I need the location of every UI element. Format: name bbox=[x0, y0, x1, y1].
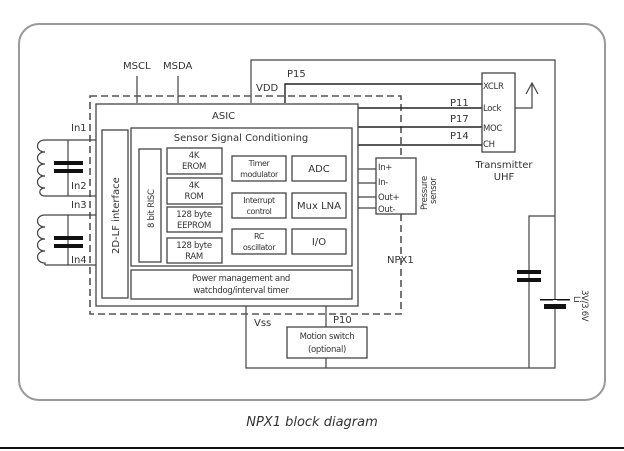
rc-oscillator-block: RC oscillator bbox=[231, 228, 287, 255]
memory-rom-type: ROM bbox=[184, 192, 203, 202]
battery-plate bbox=[544, 304, 566, 309]
transmitter-label-line1: Transmitter bbox=[474, 160, 533, 171]
capacitor-branch-wire bbox=[528, 215, 555, 368]
interrupt-control-line2: control bbox=[247, 207, 272, 216]
mux-lna-label: Mux LNA bbox=[297, 201, 341, 212]
p15-label: P15 bbox=[287, 69, 306, 80]
msda-label: MSDA bbox=[163, 61, 193, 72]
rc-oscillator-line2: oscillator bbox=[243, 243, 276, 252]
timer-modulator-line1: Timer bbox=[248, 159, 271, 168]
mscl-label: MSCL bbox=[123, 61, 151, 72]
pressure-pin-in-minus: In- bbox=[378, 178, 388, 188]
battery-label-voltage: 3V/3.6V bbox=[579, 290, 589, 322]
ssc-label: Sensor Signal Conditioning bbox=[174, 133, 309, 144]
vdd-rail-wire bbox=[245, 59, 556, 369]
lf-input-in4: In4 bbox=[71, 255, 87, 266]
port-label-p14: P14 bbox=[450, 131, 469, 142]
lf-input-in1: In1 bbox=[71, 123, 87, 134]
timer-modulator-line2: modulator bbox=[240, 170, 279, 179]
power-management-line1: Power management and bbox=[192, 274, 290, 284]
adc-label: ADC bbox=[308, 164, 330, 175]
risc-label: 8 bit RISC bbox=[147, 189, 157, 228]
supply-capacitor-plate bbox=[517, 278, 541, 282]
transmitter-pin-moc: MOC bbox=[483, 124, 502, 134]
lf-coil-2-icon bbox=[36, 214, 96, 266]
pressure-sensor-block bbox=[375, 157, 417, 215]
lf-input-in3: In3 bbox=[71, 200, 87, 211]
memory-erom: 4K EROM bbox=[166, 147, 223, 175]
pressure-pin-out-minus: Out- bbox=[378, 205, 396, 215]
memory-erom-type: EROM bbox=[182, 162, 206, 172]
risc-cpu-block bbox=[138, 148, 162, 263]
pressure-pin-in-plus: In+ bbox=[378, 163, 392, 173]
transmitter-pin-ch: CH bbox=[483, 140, 495, 150]
adc-block: ADC bbox=[291, 155, 347, 182]
vdd-label: VDD bbox=[256, 83, 279, 94]
memory-ram: 128 byte RAM bbox=[166, 237, 223, 264]
memory-eeprom: 128 byte EEPROM bbox=[166, 206, 223, 233]
npx1-label: NPX1 bbox=[387, 255, 414, 266]
memory-ram-type: RAM bbox=[185, 252, 203, 262]
memory-eeprom-size: 128 byte bbox=[176, 210, 212, 220]
pressure-sensor-label-line1: Pressure bbox=[420, 176, 430, 210]
motion-switch-block bbox=[286, 326, 368, 359]
p15-wire bbox=[284, 83, 482, 103]
asic-label: ASIC bbox=[212, 111, 235, 122]
pressure-sensor-label-line2: sensor bbox=[429, 177, 439, 204]
supply-capacitor-icon bbox=[517, 270, 541, 274]
lf-interface-block bbox=[101, 129, 129, 299]
io-label: I/O bbox=[312, 237, 326, 248]
power-management-line2: watchdog/interval timer bbox=[193, 286, 289, 296]
memory-rom-size: 4K bbox=[189, 181, 200, 191]
pressure-sensor-wires bbox=[358, 168, 376, 209]
antenna-icon bbox=[515, 81, 539, 109]
bottom-rule bbox=[0, 447, 624, 449]
memory-eeprom-type: EEPROM bbox=[177, 221, 211, 231]
port-label-p17: P17 bbox=[450, 114, 469, 125]
pressure-pin-out-plus: Out+ bbox=[378, 193, 400, 203]
battery-icon bbox=[540, 299, 570, 301]
lf-interface-label: 2D-LF interface bbox=[111, 177, 122, 254]
mux-lna-block: Mux LNA bbox=[291, 192, 347, 219]
transmitter-pin-xclr: XCLR bbox=[483, 82, 504, 92]
power-management-block bbox=[130, 269, 353, 300]
transmitter-uhf-box bbox=[481, 72, 516, 153]
timer-modulator-block: Timer modulator bbox=[231, 155, 287, 182]
io-block: I/O bbox=[291, 228, 347, 255]
motion-switch-line2: (optional) bbox=[308, 345, 346, 355]
transmitter-label-line2: UHF bbox=[494, 172, 515, 183]
memory-ram-size: 128 byte bbox=[176, 241, 212, 251]
p10-label: P10 bbox=[333, 315, 352, 326]
memory-rom: 4K ROM bbox=[166, 177, 223, 205]
port-label-p11: P11 bbox=[450, 98, 469, 109]
diagram-caption: NPX1 block diagram bbox=[246, 415, 378, 430]
battery-label-li: Li bbox=[571, 296, 581, 303]
vss-label: Vss bbox=[254, 318, 271, 329]
lf-coil-1-icon bbox=[36, 139, 96, 197]
interrupt-control-block: Interrupt control bbox=[231, 192, 287, 219]
memory-erom-size: 4K bbox=[189, 151, 200, 161]
lf-input-in2: In2 bbox=[71, 181, 87, 192]
transmitter-pin-lock: Lock bbox=[483, 104, 502, 114]
motion-switch-line1: Motion switch bbox=[300, 332, 355, 342]
battery-gap bbox=[553, 300, 557, 304]
interrupt-control-line1: Interrupt bbox=[243, 196, 275, 205]
rc-oscillator-line1: RC bbox=[254, 232, 265, 241]
